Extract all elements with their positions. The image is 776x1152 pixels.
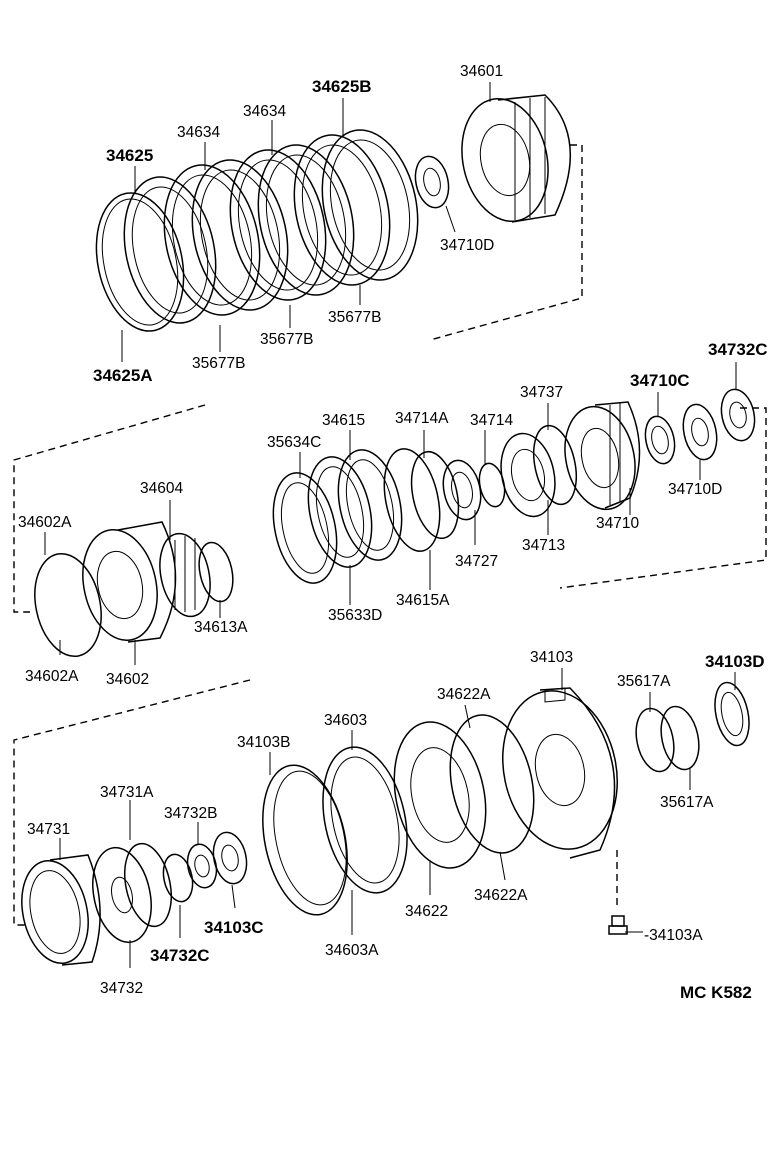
part-34710D-top-washer xyxy=(414,155,450,209)
part-35677B-plate-b xyxy=(257,144,355,296)
leader-lines xyxy=(44,82,737,968)
label-34714: 34714 xyxy=(470,412,513,429)
label-34710: 34710 xyxy=(596,515,639,532)
part-34615A-snap-ring xyxy=(383,448,441,552)
part-34103A-bolt xyxy=(608,915,628,935)
label-34602A-bot: 34602A xyxy=(25,668,79,685)
part-34732C-top-washer xyxy=(720,388,756,442)
part-34634-disc-a xyxy=(163,164,261,316)
label-34714A: 34714A xyxy=(395,410,449,427)
part-34634-disc-b xyxy=(229,149,327,301)
label-34710D-top: 34710D xyxy=(440,237,494,254)
part-34622-piston xyxy=(393,721,487,869)
label-34732C-top: 34732C xyxy=(708,340,768,359)
part-34625-snap-ring xyxy=(95,192,185,332)
label-34103: 34103 xyxy=(530,649,573,666)
part-34615-disc xyxy=(307,456,373,568)
label-34710C: 34710C xyxy=(630,371,690,390)
label-34601: 34601 xyxy=(460,63,503,80)
label-34103D: 34103D xyxy=(705,652,765,671)
label-34602: 34602 xyxy=(106,671,149,688)
label-34731A: 34731A xyxy=(100,784,154,801)
label-35677B-c: 35677B xyxy=(192,355,245,372)
label-34727: 34727 xyxy=(455,553,498,570)
label-34713: 34713 xyxy=(522,537,565,554)
label-34625A: 34625A xyxy=(93,366,153,385)
part-35677B-plate-c xyxy=(321,129,419,281)
label-35617A-bot: 35617A xyxy=(660,794,714,811)
part-35617A-seal-b xyxy=(660,705,700,771)
part-34732B-bearing xyxy=(186,843,218,889)
label-35633D: 35633D xyxy=(328,607,382,624)
label-35634C: 35634C xyxy=(267,434,321,451)
part-34622A-o-ring xyxy=(449,714,535,854)
label-34613A: 34613A xyxy=(194,619,248,636)
label-34103B: 34103B xyxy=(237,734,290,751)
label-34622A-top: 34622A xyxy=(437,686,491,703)
label-34625: 34625 xyxy=(106,146,153,165)
label-34732C-bot: 34732C xyxy=(150,946,210,965)
part-34602A-washer xyxy=(34,552,102,658)
part-35617A-seal-a xyxy=(635,707,675,773)
part-34732C-bot-washer xyxy=(162,853,194,903)
part-34710-planetary-carrier xyxy=(564,401,641,511)
label-34103A: -34103A xyxy=(644,927,703,944)
label-35677B-b: 35677B xyxy=(260,331,313,348)
part-35634C-plate xyxy=(272,472,338,584)
label-34615: 34615 xyxy=(322,412,365,429)
label-34634-a: 34634 xyxy=(243,103,286,120)
part-34727-hub xyxy=(442,459,482,521)
label-34737: 34737 xyxy=(520,384,563,401)
label-34710D-mid: 34710D xyxy=(668,481,722,498)
part-35677B-plate-a xyxy=(191,159,289,311)
part-34732-carrier xyxy=(92,846,152,944)
label-34622: 34622 xyxy=(405,903,448,920)
label-34603A: 34603A xyxy=(325,942,379,959)
label-34634-b: 34634 xyxy=(177,124,220,141)
label-34731: 34731 xyxy=(27,821,70,838)
label-34732B: 34732B xyxy=(164,805,217,822)
part-34613A-snap-ring xyxy=(198,541,234,603)
part-34731-ring-gear xyxy=(21,854,101,966)
label-34622A-bot: 34622A xyxy=(474,887,528,904)
part-34601-drum xyxy=(461,94,572,223)
label-34604: 34604 xyxy=(140,480,183,497)
part-34103-case xyxy=(502,687,618,859)
part-34103D-washer xyxy=(714,681,750,747)
label-34615A: 34615A xyxy=(396,592,450,609)
part-34625B-plate xyxy=(293,134,391,286)
part-34103C-washer xyxy=(212,831,248,885)
part-labels: 34601 34625B 34634 34634 34625 34710D 35… xyxy=(18,63,768,1002)
label-35677B-a: 35677B xyxy=(328,309,381,326)
part-34710C-washer xyxy=(644,415,676,465)
part-34103B-band xyxy=(262,764,348,916)
reference-code: MC K582 xyxy=(680,983,752,1002)
part-34602-drum xyxy=(82,521,177,643)
part-34625-plate xyxy=(123,176,217,324)
part-34713-sun-gear xyxy=(500,432,556,518)
part-34731A-snap-ring xyxy=(124,842,172,928)
part-35633D-plate xyxy=(337,449,403,561)
part-34710D-mid-bearing xyxy=(682,403,718,461)
label-34625B: 34625B xyxy=(312,77,372,96)
label-34732: 34732 xyxy=(100,980,143,997)
label-34602A-top: 34602A xyxy=(18,514,72,531)
label-35617A-top: 35617A xyxy=(617,673,671,690)
part-34714A-race xyxy=(410,450,460,540)
label-34603: 34603 xyxy=(324,712,367,729)
part-34604-one-way-clutch xyxy=(159,532,211,618)
dashed-boundaries xyxy=(13,144,767,926)
label-34103C: 34103C xyxy=(204,918,264,937)
part-34737-gear xyxy=(532,424,578,506)
part-34603-piston xyxy=(322,746,408,894)
